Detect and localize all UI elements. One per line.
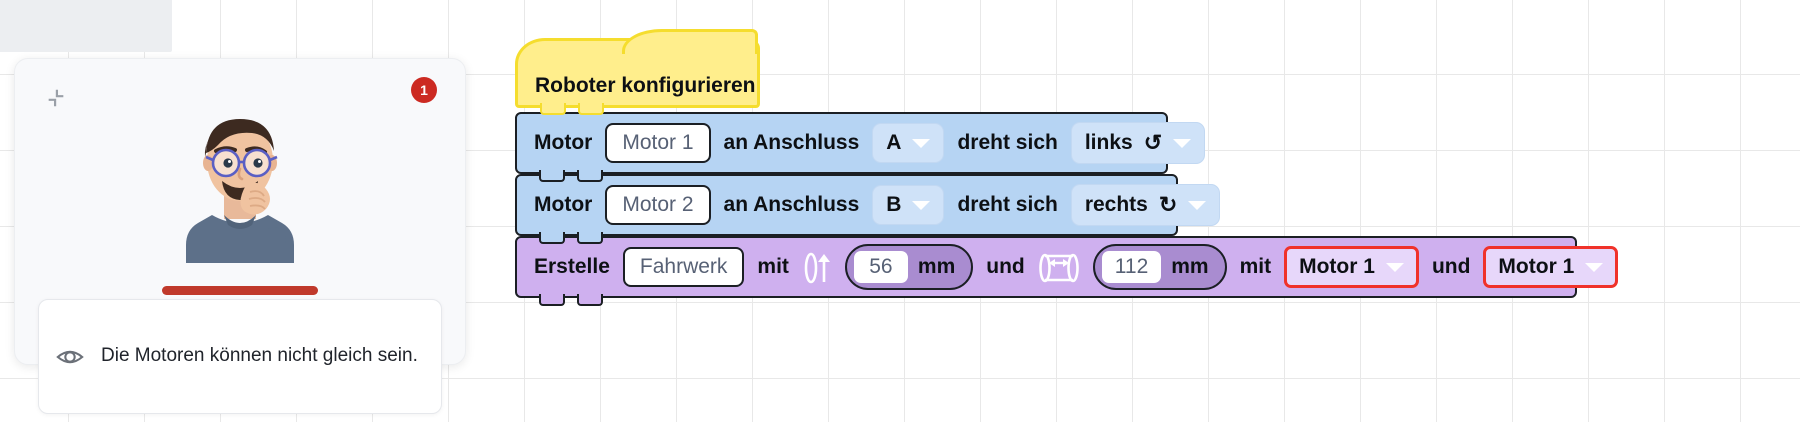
motor-direction-label: dreht sich [957,193,1058,216]
motor-rotation-value: links [1084,131,1133,154]
avatar [15,83,465,263]
motor-port-label: an Anschluss [723,131,860,154]
motor-rotation-value: rechts [1084,193,1148,216]
motor-port-label: an Anschluss [723,193,860,216]
notch-row [539,294,603,306]
notification-badge: 1 [411,77,437,103]
chevron-down-icon [1385,262,1404,272]
chassis-conjunction-2: und [1431,255,1471,278]
notch [577,170,603,182]
chevron-down-icon [912,138,931,148]
notch [539,232,565,244]
eye-icon[interactable] [55,342,85,372]
block-motor-row-1[interactable]: Motor Motor 1 an Anschluss A dreht sich … [515,112,1206,182]
notch [539,294,565,306]
hint-message-text: Die Motoren können nicht gleich sein. [101,345,418,367]
palette-corner-patch [0,0,172,52]
wheel-diameter-reporter[interactable]: 56 mm [844,244,974,290]
motor-name-field[interactable]: Motor 1 [605,123,711,163]
chassis-conjunction-1: und [986,255,1025,278]
chassis-with-label-2: mit [1239,255,1272,278]
nervous-person-avatar-icon [186,119,294,263]
motor-port-dropdown[interactable]: B [872,185,945,225]
hint-card[interactable]: 1 [14,58,466,414]
chassis-name-field[interactable]: Fahrwerk [622,247,745,287]
chassis-motor-right-dropdown[interactable]: Motor 1 [1483,246,1619,288]
chassis-with-label-1: mit [757,255,789,278]
chevron-down-icon [1173,138,1192,148]
chevron-down-icon [1188,200,1207,210]
motor-port-value: A [886,131,902,154]
chevron-down-icon [1585,262,1604,272]
motor-direction-label: dreht sich [957,131,1058,154]
notch [540,103,566,115]
notch-row [539,232,603,244]
notch [577,232,603,244]
collapse-icon[interactable] [45,87,67,109]
block-hat-configure-robot[interactable]: Roboter konfigurieren [515,29,760,115]
wheel-diameter-value[interactable]: 56 [853,251,908,283]
block-create-chassis[interactable]: Erstelle Fahrwerk mit 56 mm und 112 mm m… [515,236,1619,306]
hat-notch-row [540,103,604,115]
hint-message-box[interactable]: Die Motoren können nicht gleich sein. [38,299,442,414]
rotate-counterclockwise-icon: ↺ [1143,130,1163,155]
motor-prefix-label: Motor [534,131,593,154]
track-width-unit: mm [1171,255,1209,278]
notch [577,294,603,306]
rotate-clockwise-icon: ↻ [1158,192,1178,217]
track-width-value[interactable]: 112 [1101,251,1162,283]
chassis-motor-left-dropdown[interactable]: Motor 1 [1284,246,1419,288]
chassis-motor-right-value: Motor 1 [1498,255,1575,278]
wheel-diameter-icon [804,252,830,284]
motor-name-field[interactable]: Motor 2 [605,185,711,225]
track-width-icon [1038,253,1079,283]
motor-port-dropdown[interactable]: A [872,123,945,163]
motor-rotation-dropdown[interactable]: links ↺ [1070,122,1206,164]
chassis-prefix-label: Erstelle [534,255,610,278]
notch-row [539,170,603,182]
notch [578,103,604,115]
motor-rotation-dropdown[interactable]: rechts ↻ [1070,184,1221,226]
motor-prefix-label: Motor [534,193,593,216]
hat-block-label: Roboter konfigurieren [535,74,756,97]
avatar-underline [162,286,318,295]
motor-port-value: B [886,193,902,216]
track-width-reporter[interactable]: 112 mm [1092,244,1227,290]
hat-block-bump [622,29,758,54]
wheel-diameter-unit: mm [917,255,956,278]
chevron-down-icon [912,200,931,210]
notch [539,170,565,182]
block-motor-row-2[interactable]: Motor Motor 2 an Anschluss B dreht sich … [515,174,1221,244]
chassis-motor-left-value: Motor 1 [1299,255,1375,278]
